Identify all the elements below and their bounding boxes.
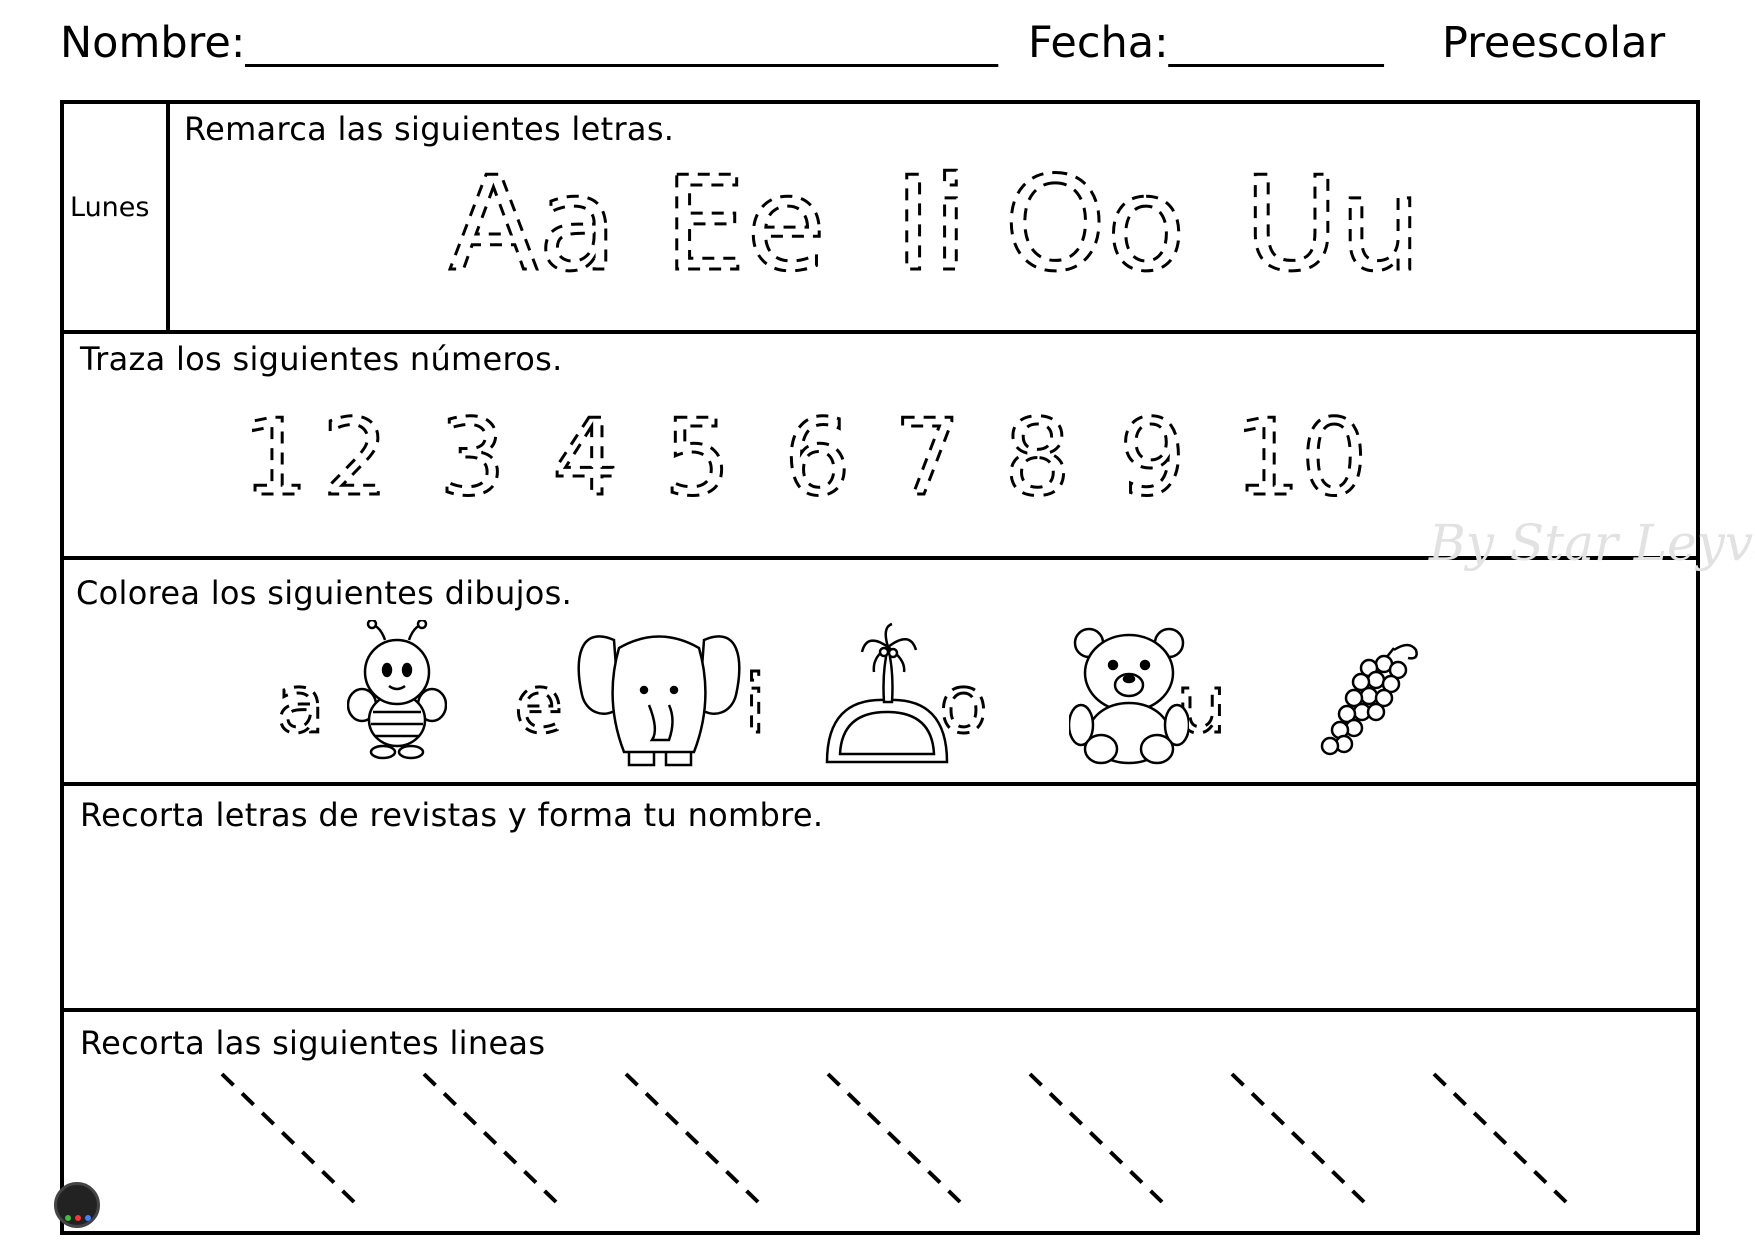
tracing-number-10: 10 bbox=[1234, 397, 1368, 519]
worksheet-table: Lunes Remarca las siguientes letras. Aa … bbox=[54, 100, 1755, 1235]
cut-line bbox=[826, 1072, 962, 1204]
instruction-coloring: Colorea los siguientes dibujos. bbox=[76, 574, 573, 612]
tracing-number-5: 5 bbox=[664, 397, 731, 519]
cut-line bbox=[422, 1072, 558, 1204]
instruction-cut-name: Recorta letras de revistas y forma tu no… bbox=[80, 796, 824, 834]
island-icon bbox=[825, 622, 949, 764]
cut-line bbox=[624, 1072, 760, 1204]
instruction-trace-letters: Remarca las siguientes letras. bbox=[184, 110, 675, 148]
tracing-number-9: 9 bbox=[1119, 397, 1186, 519]
grapes-icon bbox=[1320, 643, 1418, 756]
tracing-number-6: 6 bbox=[784, 397, 851, 519]
tracing-number-4: 4 bbox=[552, 397, 619, 519]
author-watermark: By Star Leyva bbox=[1429, 514, 1755, 572]
row-trace-numbers: Traza los siguientes números. 1 2 3 4 5 … bbox=[64, 334, 1755, 572]
row-trace-letters: Lunes Remarca las siguientes letras. Aa … bbox=[64, 104, 1696, 334]
number-tracing-area: 1 2 3 4 5 6 7 8 9 10 bbox=[241, 396, 1370, 521]
bear-icon bbox=[1069, 627, 1189, 765]
elephant-icon bbox=[577, 635, 741, 767]
coloring-vowel-area: a e i o u bbox=[275, 657, 1229, 753]
tracing-letter-a: Aa bbox=[449, 148, 618, 300]
tracing-number-7: 7 bbox=[894, 397, 961, 519]
tracing-letter-i: Ii bbox=[894, 148, 968, 300]
date-field-label: Fecha:__________ bbox=[1028, 18, 1384, 68]
cut-line bbox=[1432, 1072, 1568, 1204]
cut-line bbox=[220, 1072, 356, 1204]
tracing-letter-o: Oo bbox=[1004, 148, 1186, 300]
row-cut-lines: Recorta las siguientes lineas bbox=[54, 1012, 1696, 1235]
instruction-cut-lines: Recorta las siguientes lineas bbox=[80, 1024, 546, 1062]
day-cell: Lunes bbox=[64, 104, 170, 330]
tracing-number-2: 2 bbox=[322, 397, 389, 519]
instruction-trace-numbers: Traza los siguientes números. bbox=[80, 340, 563, 378]
letter-tracing-area: Aa Ee Ii Oo Uu bbox=[448, 147, 1424, 302]
row-cut-name: Recorta letras de revistas y forma tu no… bbox=[64, 786, 1696, 1012]
tracing-letter-u: Uu bbox=[1244, 148, 1422, 300]
tracing-number-1: 1 bbox=[242, 397, 309, 519]
tracing-letter-e: Ee bbox=[664, 148, 826, 300]
cut-lines-area bbox=[220, 1072, 1568, 1204]
row-coloring: Colorea los siguientes dibujos. a e i o … bbox=[64, 560, 1696, 786]
name-field-label: Nombre:_________________________________… bbox=[60, 18, 998, 68]
cut-line bbox=[1230, 1072, 1366, 1204]
grade-level-label: Preescolar bbox=[1442, 18, 1666, 68]
tracing-number-8: 8 bbox=[1004, 397, 1071, 519]
tracing-number-3: 3 bbox=[439, 397, 506, 519]
bee-icon bbox=[347, 620, 447, 760]
day-label: Lunes bbox=[70, 192, 150, 223]
coloring-vowel-e: e bbox=[514, 658, 563, 751]
logo-icon bbox=[54, 1182, 100, 1228]
coloring-vowel-o: o bbox=[939, 658, 988, 751]
coloring-vowel-i: i bbox=[744, 658, 766, 751]
worksheet-header: Nombre:_________________________________… bbox=[60, 18, 1700, 78]
coloring-vowel-a: a bbox=[276, 658, 325, 751]
cut-line bbox=[1028, 1072, 1164, 1204]
